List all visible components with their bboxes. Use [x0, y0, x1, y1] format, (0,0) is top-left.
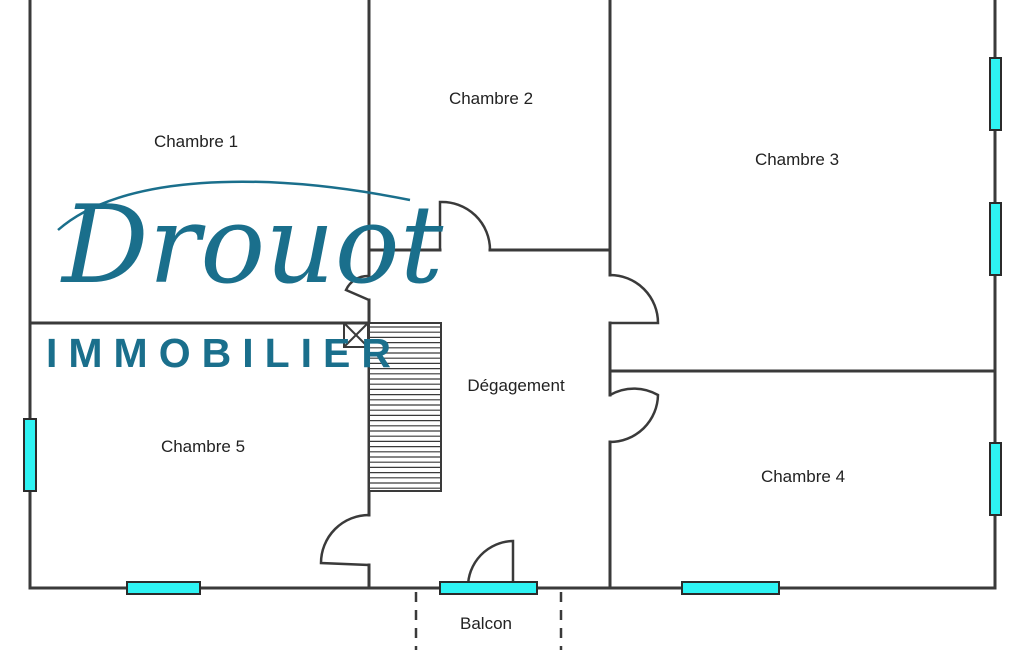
duct-cross — [343, 322, 369, 348]
windows — [23, 57, 1002, 595]
window-chambre4 — [989, 442, 1002, 516]
door-chambre5 — [319, 513, 370, 567]
window-chambre3-bottom — [989, 202, 1002, 276]
door-chambre1 — [344, 274, 370, 302]
label-chambre4: Chambre 4 — [761, 467, 845, 486]
door-chambre4 — [609, 387, 660, 444]
label-chambre3: Chambre 3 — [755, 150, 839, 169]
window-chambre3-top — [989, 57, 1002, 131]
window-chambre5-west — [23, 418, 37, 492]
window-chambre4-south — [681, 581, 780, 595]
label-chambre1: Chambre 1 — [154, 132, 238, 151]
room-labels: Chambre 1 Chambre 2 Chambre 3 Chambre 4 … — [154, 89, 845, 633]
door-balcon — [466, 539, 515, 589]
window-chambre5-south — [126, 581, 201, 595]
label-degagement: Dégagement — [467, 376, 565, 395]
door-chambre3 — [609, 273, 660, 325]
staircase — [368, 322, 442, 492]
window-balcon — [439, 581, 538, 595]
doors — [319, 200, 660, 589]
door-chambre2 — [438, 200, 492, 251]
label-balcon: Balcon — [460, 614, 512, 633]
logo-flourish-icon — [57, 180, 411, 231]
logo-watermark: Drouot IMMOBILIER — [46, 180, 444, 376]
label-chambre5: Chambre 5 — [161, 437, 245, 456]
logo-word-text: IMMOBILIER — [46, 330, 402, 376]
balcony-outline — [414, 592, 563, 650]
label-chambre2: Chambre 2 — [449, 89, 533, 108]
logo-script-text: Drouot — [60, 183, 444, 308]
